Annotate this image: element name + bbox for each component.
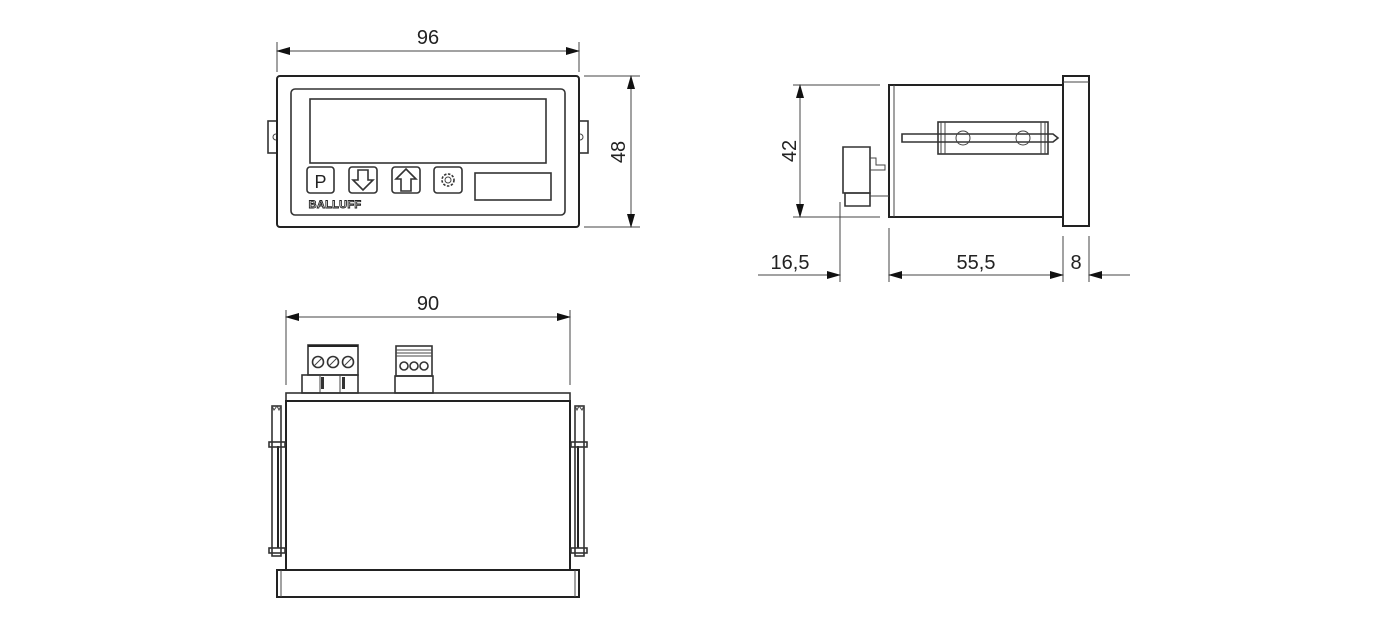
side-height-label: 42 bbox=[779, 140, 801, 162]
terminal-block-3pin-right bbox=[394, 345, 434, 394]
depth-label-16-5: 16,5 bbox=[771, 252, 810, 274]
left-mounting-clip bbox=[268, 405, 286, 557]
mounting-screw bbox=[901, 121, 1060, 155]
p-key-icon: P bbox=[306, 166, 335, 194]
brand-logo: BALLUFF bbox=[309, 199, 362, 211]
top-width-label: 90 bbox=[417, 293, 439, 315]
right-mounting-clip bbox=[570, 405, 588, 557]
top-bezel bbox=[276, 569, 580, 598]
side-view: 42 16,5 bbox=[758, 75, 1130, 282]
top-housing bbox=[285, 400, 571, 571]
depth-label-8: 8 bbox=[1070, 252, 1081, 274]
front-view: 96 48 P bbox=[267, 27, 640, 228]
top-view: 90 bbox=[268, 293, 588, 598]
arrow-down-icon bbox=[348, 166, 378, 194]
side-housing bbox=[888, 84, 1064, 218]
arrow-up-icon bbox=[391, 166, 421, 194]
front-width-label: 96 bbox=[417, 27, 439, 49]
label-window bbox=[474, 172, 552, 201]
display-window bbox=[309, 98, 547, 164]
side-bezel bbox=[1062, 75, 1090, 227]
depth-label-55-5: 55,5 bbox=[957, 252, 996, 274]
svg-text:P: P bbox=[314, 172, 326, 192]
front-panel bbox=[290, 88, 566, 216]
front-height-label: 48 bbox=[608, 141, 630, 163]
top-housing-strip bbox=[285, 392, 571, 402]
asterisk-gear-icon bbox=[433, 166, 463, 194]
terminal-block-3pin-left bbox=[301, 344, 359, 394]
side-connector bbox=[842, 146, 889, 207]
front-bezel bbox=[276, 75, 580, 228]
